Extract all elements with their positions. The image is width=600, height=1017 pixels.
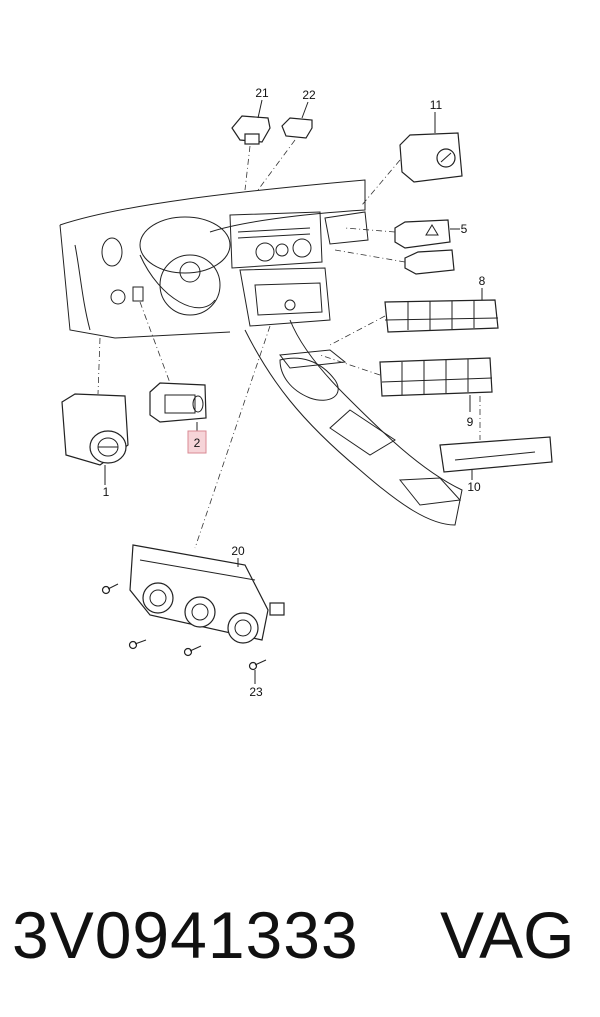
part-2 [149, 382, 207, 423]
brand-name: VAG [440, 898, 575, 972]
callout-22: 22 [302, 88, 316, 102]
callout-23: 23 [249, 685, 263, 699]
leader-lines [97, 139, 481, 549]
callout-2-highlight [187, 430, 207, 454]
callout-21: 21 [255, 86, 269, 100]
part-21 [231, 115, 271, 145]
footer: 3V0941333 VAG [0, 880, 600, 990]
part-20 [129, 544, 285, 644]
part-8 [384, 299, 499, 333]
part-10 [439, 436, 553, 473]
callout-5: 5 [461, 222, 468, 236]
part-11 [399, 132, 463, 183]
part-22 [281, 117, 313, 139]
exploded-parts-diagram: 21 22 11 5 8 9 10 1 2 20 23 [59, 86, 553, 699]
screws-23 [101, 583, 267, 671]
part-5 [394, 219, 455, 275]
part-number: 3V0941333 [12, 898, 359, 972]
part-1 [61, 393, 129, 466]
dashboard-outline [59, 179, 463, 526]
callout-10: 10 [467, 480, 481, 494]
callout-1: 1 [103, 485, 110, 499]
callout-ticks [104, 99, 483, 684]
callout-20: 20 [231, 544, 245, 558]
part-9 [379, 357, 493, 397]
callout-2: 2 [194, 436, 201, 450]
callout-8: 8 [479, 274, 486, 288]
callout-11: 11 [430, 98, 443, 112]
callout-9: 9 [467, 415, 474, 429]
